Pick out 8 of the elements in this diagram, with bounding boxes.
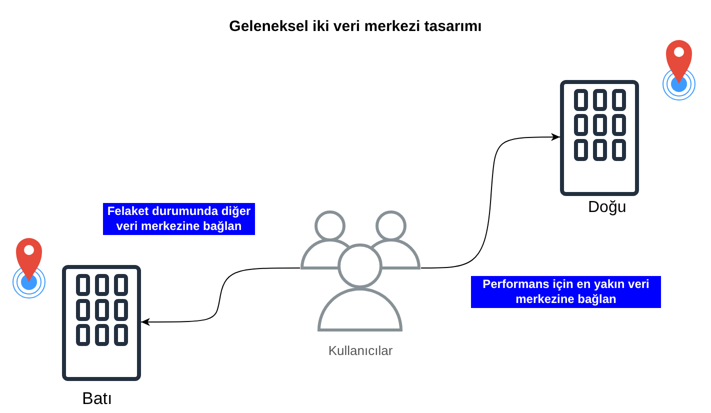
diagram-title: Geleneksel iki veri merkezi tasarımı <box>228 18 483 35</box>
note-label: Felaket durumunda diğer veri merkezine bağlan <box>103 203 255 235</box>
node-label: Kullanıcılar <box>327 343 394 358</box>
arrow <box>140 268 300 326</box>
node-label: Batı <box>82 389 112 409</box>
arrow <box>420 133 560 268</box>
note-label: Performans için en yakın veri merkezine bağlan <box>471 276 661 308</box>
node-label: Doğu <box>588 199 626 217</box>
